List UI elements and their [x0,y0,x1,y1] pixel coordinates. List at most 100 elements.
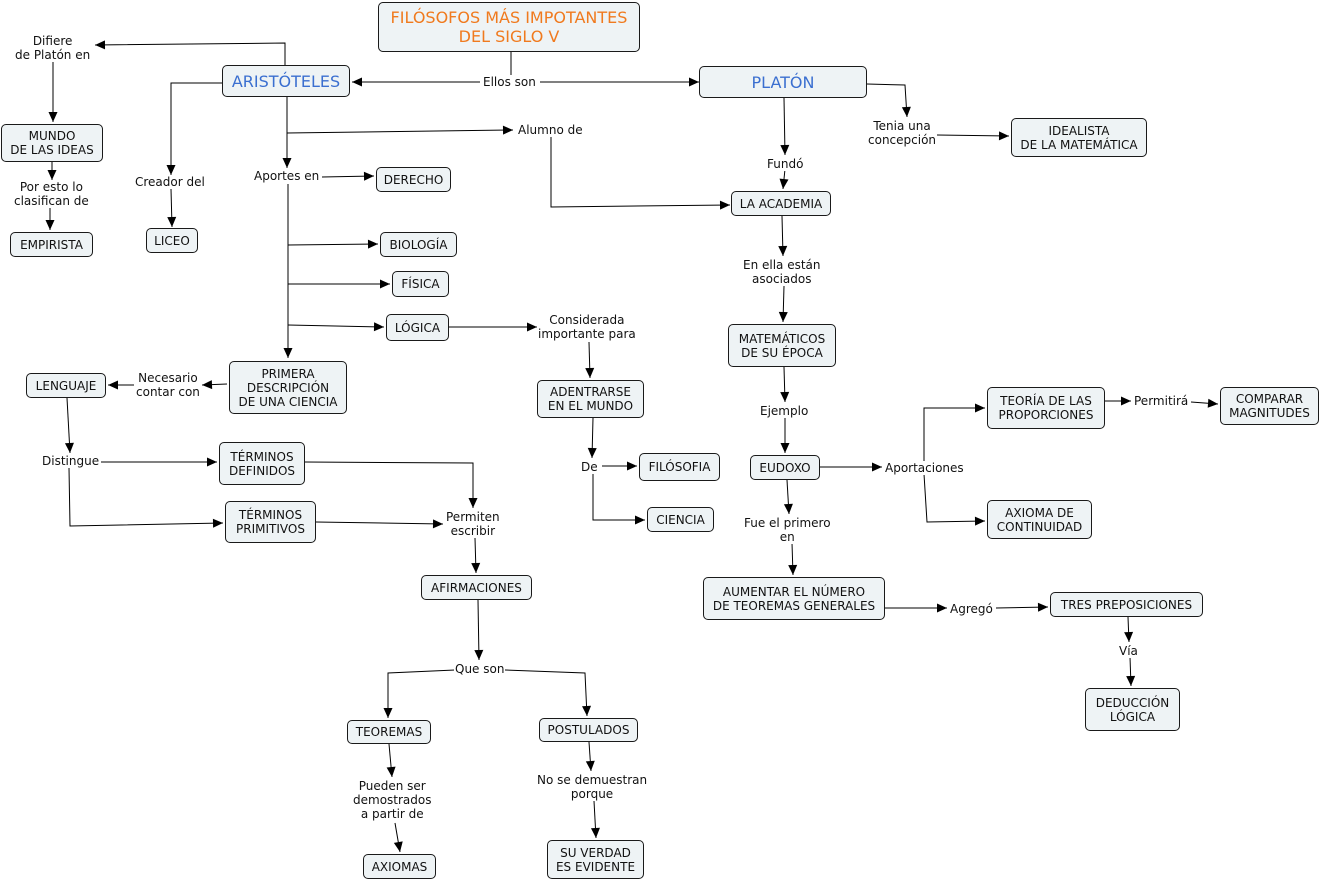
arrowhead [1126,675,1136,686]
arrowhead [778,245,788,256]
arrowhead [635,515,645,525]
arrowhead [1037,602,1048,612]
connector-line [592,474,645,521]
node-postulados: POSTULADOS [539,718,638,742]
link-label-via: Vía [1118,644,1139,658]
node-primera-descripcion: PRIMERA DESCRIPCIÓN DE UNA CIENCIA [229,361,347,414]
node-logica: LÓGICA [386,314,449,341]
arrowhead [974,516,985,526]
connector-line [304,461,474,508]
arrowhead [352,77,362,87]
node-empirista: EMPIRISTA [10,232,93,257]
node-deduccion: DEDUCCIÓN LÓGICA [1085,688,1180,731]
arrowhead [975,403,985,413]
node-su-verdad: SU VERDAD ES EVIDENTE [547,840,644,879]
link-label-difiere: Difiere de Platón en [14,34,92,62]
arrowhead [373,322,384,332]
node-aumentar: AUMENTAR EL NÚMERO DE TEOREMAS GENERALES [703,577,885,620]
node-fisica: FÍSICA [392,271,449,297]
arrowhead [207,457,217,467]
title-node: FILÓSOFOS MÁS IMPOTANTES DEL SIGLO V [378,2,640,52]
node-idealista: IDEALISTA DE LA MATEMÁTICA [1011,118,1147,157]
arrowhead [1124,631,1134,642]
node-comparar: COMPARAR MAGNITUDES [1220,387,1319,425]
arrowhead [166,165,176,175]
connector-line [923,407,985,461]
arrowhead [283,348,293,358]
arrowhead [719,200,730,210]
arrowhead [582,705,592,716]
arrowhead [778,311,788,322]
link-label-fue-primero: Fue el primero en [743,516,832,544]
node-filosofia: FILÓSOFIA [639,453,720,481]
arrowhead [1207,398,1218,408]
node-platon: PLATÓN [699,66,867,98]
connector-line [923,473,986,523]
node-matematicos: MATEMÁTICOS DE SU ÉPOCA [728,324,836,367]
link-label-necesario: Necesario contar con [135,371,201,399]
arrowhead [502,125,513,135]
arrowhead [783,503,793,514]
node-tres-preposiciones: TRES PREPOSICIONES [1050,592,1203,617]
node-axiomas: AXIOMAS [363,854,436,879]
node-adentrarse: ADENTRARSE EN EL MUNDO [537,380,644,418]
node-ciencia: CIENCIA [647,507,714,532]
link-label-considerada: Considerada importante para [537,313,637,341]
arrowhead [95,40,106,50]
node-teoremas: TEOREMAS [347,720,431,744]
arrowhead [1121,396,1131,406]
connector-line [504,669,588,717]
arrowhead [108,380,118,390]
arrowhead [45,220,55,230]
arrowhead [780,391,790,402]
node-aristoteles: ARISTÓTELES [222,65,350,97]
arrowhead [48,112,58,122]
connector-line [866,83,908,118]
link-label-por-esto: Por esto lo clasifican de [13,180,90,208]
arrowhead [937,603,947,613]
connector-line [315,521,444,525]
connector-line [387,669,456,718]
connector-line [68,467,224,527]
link-label-ellos-son: Ellos son [482,75,537,89]
arrowhead [167,216,177,227]
link-label-fundo: Fundó [766,157,805,171]
arrowhead [872,462,882,472]
link-label-de: De [580,460,599,474]
link-label-ejemplo: Ejemplo [759,404,810,418]
connector-line [94,42,286,65]
arrowhead [468,498,478,508]
node-afirmaciones: AFIRMACIONES [421,575,532,600]
link-label-creador: Creador del [134,175,206,189]
arrowhead [282,158,292,168]
arrowhead [432,519,443,529]
connector-line [287,324,385,328]
connector-line [936,134,1010,137]
link-label-aportes: Aportes en [253,169,321,183]
arrowhead [901,106,911,117]
connector-line [286,129,514,134]
node-teoria-proporciones: TEORÍA DE LAS PROPORCIONES [987,387,1105,429]
link-label-agrego: Agregó [949,602,994,616]
link-label-no-se: No se demuestran porque [536,773,649,801]
connector-line [477,599,480,661]
link-label-aportaciones: Aportaciones [884,461,965,475]
arrowhead [393,841,403,852]
arrowhead [471,562,481,573]
link-label-tenia: Tenia una concepción [867,119,938,147]
arrowhead [779,178,789,189]
arrowhead [998,131,1009,141]
arrowhead [64,442,74,453]
connector-line [550,137,731,208]
link-label-pueden: Pueden ser demostrados a partir de [352,779,433,821]
link-label-permitira: Permitirá [1133,394,1190,408]
link-label-distingue: Distingue [41,454,101,468]
node-lenguaje: LENGUAJE [26,373,106,398]
node-terminos-primitivos: TÉRMINOS PRIMITIVOS [225,501,316,543]
link-label-permiten: Permiten escribir [445,510,501,538]
link-label-en-ella: En ella están asociados [742,258,822,286]
link-label-alumno: Alumno de [517,123,584,137]
arrowhead [590,827,600,838]
arrowhead [527,322,537,332]
